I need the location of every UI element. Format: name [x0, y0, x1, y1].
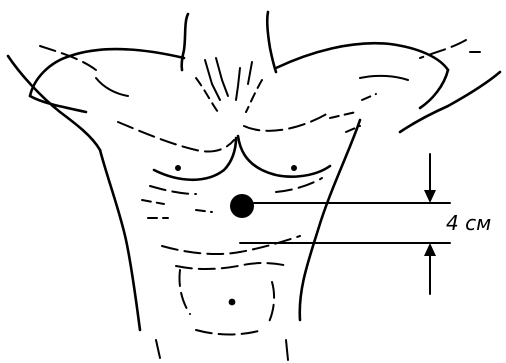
measurement-label: 4 см [446, 211, 491, 235]
abdomen [162, 236, 300, 335]
landmark-point [230, 194, 254, 218]
torso-outline [100, 120, 360, 360]
navel [229, 299, 236, 306]
left-nipple [175, 165, 181, 171]
neck [182, 12, 276, 112]
arrowhead-up [424, 243, 436, 256]
arrowhead-down [424, 190, 436, 203]
right-nipple [291, 165, 297, 171]
nipples [175, 165, 297, 171]
measurement-annotation: 4 см [230, 154, 491, 294]
